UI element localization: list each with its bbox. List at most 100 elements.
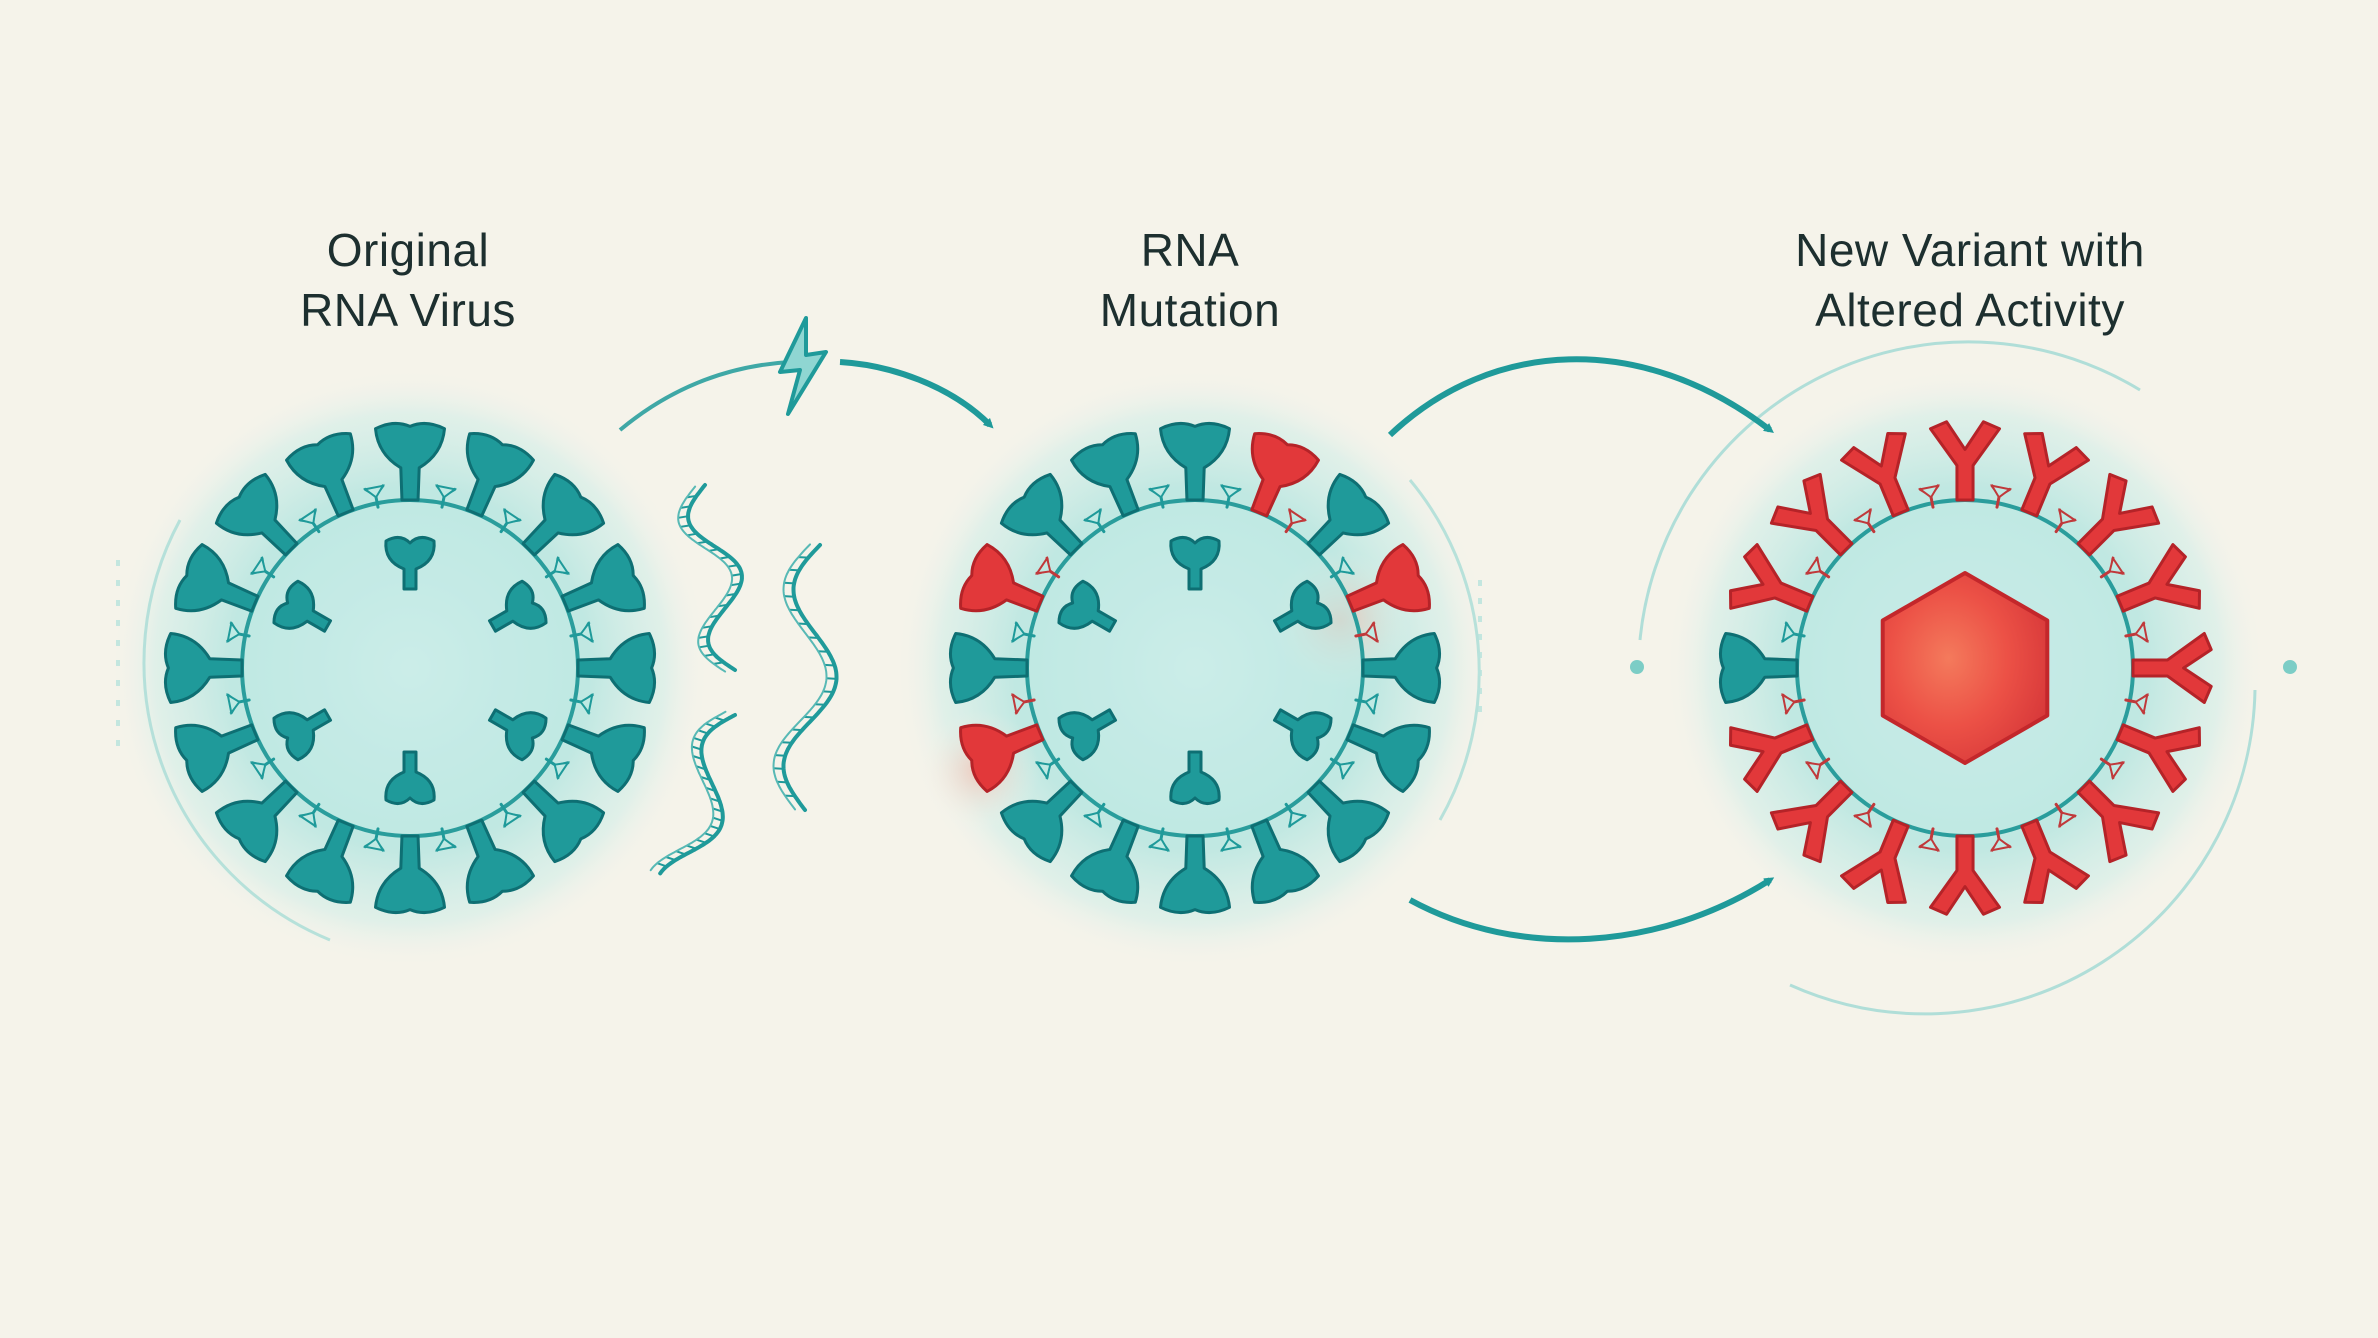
small-spike: [1147, 484, 1170, 509]
spike-protein: [1250, 818, 1320, 904]
spike-protein: [163, 632, 244, 704]
small-spike: [1220, 484, 1243, 509]
spike-protein: [1070, 432, 1140, 518]
rna-mutation-label: RNA Mutation: [990, 220, 1390, 340]
ring-arc: [1638, 340, 2141, 641]
mutated-spike: [2131, 632, 2213, 704]
spike-protein: [560, 723, 646, 793]
small-spike: [1990, 484, 2013, 509]
small-spike: [226, 693, 251, 716]
small-spike: [1852, 507, 1876, 534]
spike-protein: [999, 472, 1084, 557]
spike-protein: [1306, 779, 1391, 864]
small-spike: [499, 802, 523, 829]
inner-protein: [487, 579, 548, 633]
inner-protein: [384, 536, 436, 591]
mutated-spike: [2020, 431, 2090, 518]
spike-protein: [1306, 472, 1391, 557]
transition-arrow: [1387, 356, 1774, 438]
mutated-spike: [2020, 818, 2090, 905]
mutated-spike: [1728, 723, 1815, 793]
small-spike: [1990, 827, 2013, 852]
spike-protein: [1159, 834, 1231, 915]
small-spike: [1034, 757, 1061, 781]
mutated-spike: [1840, 431, 1910, 518]
rna-strand: [772, 543, 839, 812]
lightning-icon: [778, 316, 828, 416]
spike-protein: [285, 432, 355, 518]
inner-protein: [272, 708, 333, 762]
spike-protein: [214, 472, 299, 557]
rna-strand: [649, 710, 737, 876]
spike-protein: [521, 779, 606, 864]
mutation-label-line-1: RNA: [1140, 224, 1240, 276]
small-spike: [1781, 620, 1806, 643]
original-label-line-1: Original: [326, 224, 490, 276]
small-spike: [2099, 555, 2126, 579]
inner-protein: [1057, 579, 1118, 633]
spike-protein: [1070, 818, 1140, 904]
spike-protein: [465, 432, 535, 518]
spike-protein: [1361, 632, 1442, 704]
inner-protein: [1169, 536, 1221, 591]
small-spike: [1284, 507, 1308, 534]
inner-protein: [487, 708, 548, 762]
small-spike: [1804, 555, 1831, 579]
ring-node: [2283, 660, 2297, 674]
original-virus-icon: [163, 421, 657, 915]
spike-protein: [465, 818, 535, 904]
small-spike: [297, 507, 321, 534]
mutated-spike: [1345, 543, 1431, 613]
mutated-spike: [2076, 779, 2161, 864]
spike-protein: [374, 421, 446, 502]
small-spike: [569, 620, 594, 643]
spike-protein: [285, 818, 355, 904]
rna-strand: [677, 483, 744, 673]
spike-protein: [1718, 632, 1799, 704]
small-spike: [1147, 827, 1170, 852]
small-spike: [1011, 693, 1036, 716]
mutated-spike: [2115, 723, 2202, 793]
mutated-spike: [1769, 472, 1854, 557]
small-spike: [2124, 693, 2149, 716]
small-spike: [1804, 757, 1831, 781]
small-spike: [544, 555, 571, 579]
mutated-spike: [1840, 818, 1910, 905]
spike-protein: [174, 543, 260, 613]
mutated-spike: [1929, 420, 2001, 502]
small-spike: [1354, 620, 1379, 643]
hexagon-icon: [1880, 571, 2050, 765]
transition-arrow: [618, 360, 791, 432]
ring-arc: [142, 519, 331, 942]
ring-node: [1630, 660, 1644, 674]
small-spike: [362, 827, 385, 852]
new-variant-label: New Variant with Altered Activity: [1670, 220, 2270, 340]
small-spike: [435, 484, 458, 509]
variant-label-line-2: Altered Activity: [1815, 284, 2125, 336]
small-spike: [2054, 507, 2078, 534]
original-virus-label: Original RNA Virus: [208, 220, 608, 340]
original-label-line-2: RNA Virus: [300, 284, 516, 336]
transition-arrow: [839, 359, 994, 429]
small-spike: [1220, 827, 1243, 852]
small-spike: [435, 827, 458, 852]
small-spike: [569, 693, 594, 716]
mutation-virus-icon: [948, 421, 1442, 915]
mutated-spike: [1769, 779, 1854, 864]
spike-protein: [1159, 421, 1231, 502]
spike-protein: [576, 632, 657, 704]
mutated-spike: [959, 543, 1045, 613]
mutated-spike: [1728, 543, 1815, 613]
small-spike: [2124, 620, 2149, 643]
spike-protein: [948, 632, 1029, 704]
inner-protein: [272, 579, 333, 633]
small-spike: [1329, 555, 1356, 579]
small-spike: [2054, 802, 2078, 829]
mutated-spike: [2115, 543, 2202, 613]
small-spike: [1034, 555, 1061, 579]
mutated-spike: [2076, 472, 2161, 557]
spike-protein: [374, 834, 446, 915]
ring-arc: [1408, 479, 1481, 821]
